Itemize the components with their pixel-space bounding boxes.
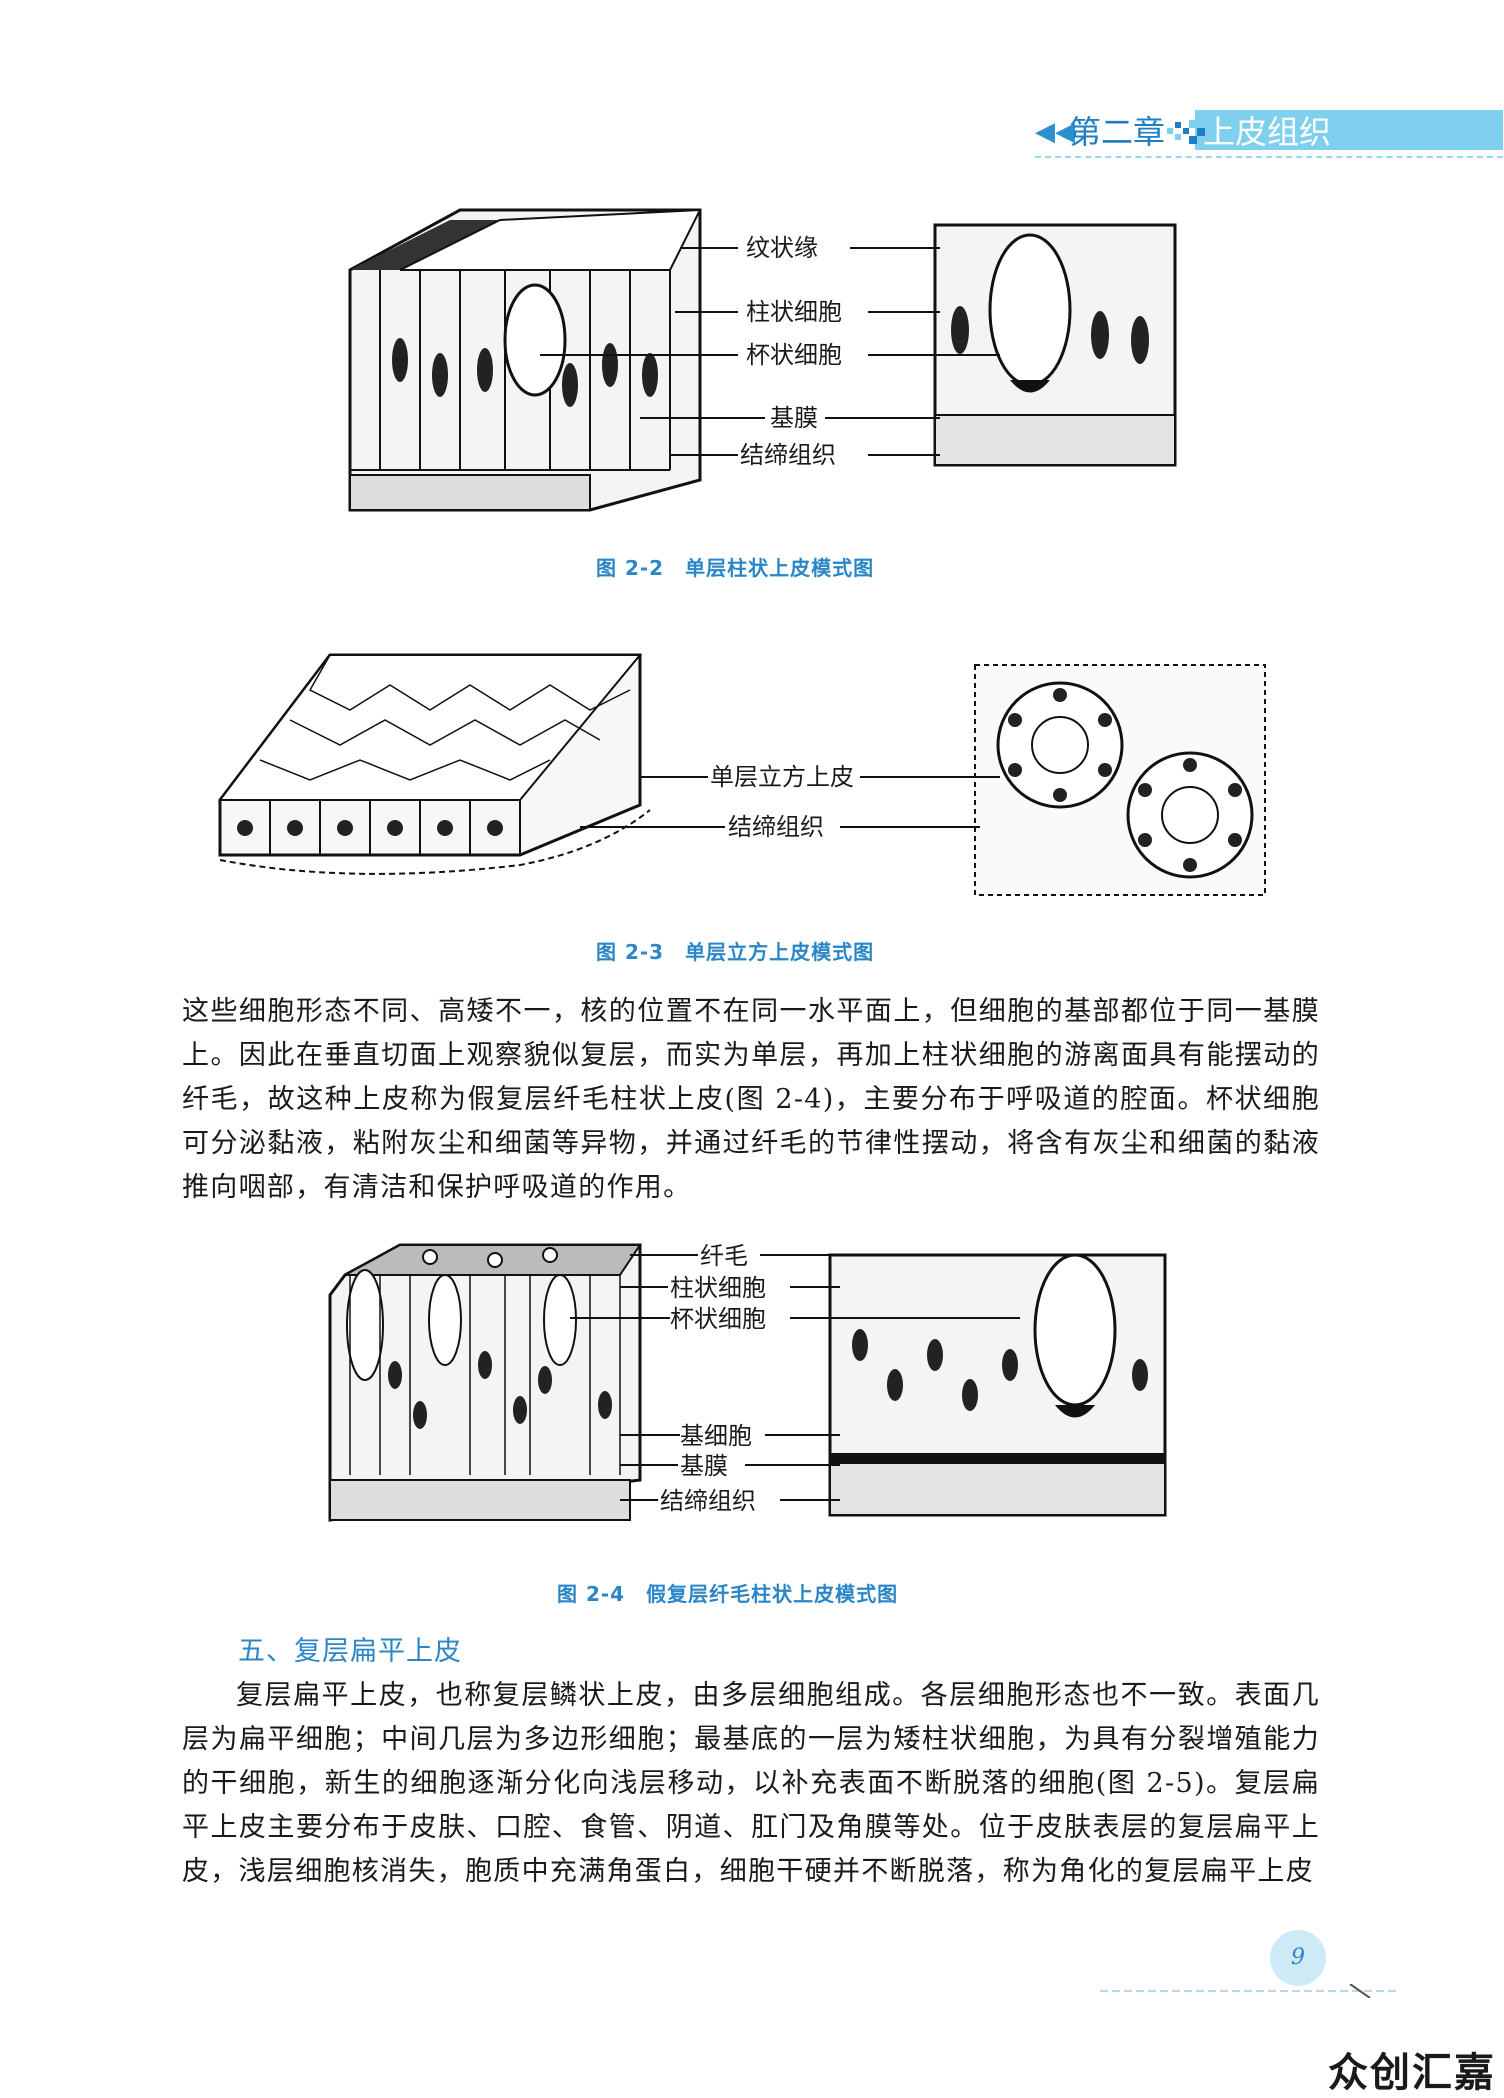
page-footer-decoration: [1100, 1984, 1400, 1998]
body-paragraph-2: 复层扁平上皮，也称复层鳞状上皮，由多层细胞组成。各层细胞形态也不一致。表面几层为…: [182, 1674, 1320, 1894]
figure-2-4-label-basal-cell: 基细胞: [680, 1422, 752, 1450]
body-paragraph-1: 这些细胞形态不同、高矮不一，核的位置不在同一水平面上，但细胞的基部都位于同一基膜…: [182, 990, 1320, 1210]
figure-2-2-caption: 图 2-2 单层柱状上皮模式图: [596, 556, 875, 580]
figure-2-2-label-goblet-cell: 杯状细胞: [746, 341, 842, 369]
figure-2-4-label-cilia: 纤毛: [700, 1242, 748, 1270]
chapter-title: 第二章: [1069, 113, 1166, 151]
section-title: 上皮组织: [1203, 113, 1332, 151]
body-paragraph-1-text: 这些细胞形态不同、高矮不一，核的位置不在同一水平面上，但细胞的基部都位于同一基膜…: [182, 996, 1320, 1203]
figure-2-3-caption: 图 2-3 单层立方上皮模式图: [596, 940, 875, 964]
checker-pattern-icon: [1167, 120, 1205, 144]
figure-2-2-illustration: [348, 208, 1177, 512]
figure-2-2-label-brush-border: 纹状缘: [746, 234, 818, 262]
figure-2-4-label-goblet-cell: 杯状细胞: [670, 1305, 766, 1333]
header-divider: [1035, 156, 1503, 158]
figure-2-2-label-columnar-cell: 柱状细胞: [746, 298, 842, 326]
header-bar: [1195, 110, 1503, 150]
watermark: 众创汇嘉: [1328, 2050, 1496, 2096]
figure-2-3-illustration: [217, 653, 1266, 896]
figure-2-4-caption: 图 2-4 假复层纤毛柱状上皮模式图: [557, 1582, 899, 1606]
double-arrow-left-icon: ◀◀: [1035, 117, 1075, 147]
figure-2-4-illustration: [328, 1243, 1167, 1522]
section-heading: 五、复层扁平上皮: [238, 1636, 462, 1667]
figure-2-2-label-basement-membrane: 基膜: [770, 404, 818, 432]
body-paragraph-2-text: 复层扁平上皮，也称复层鳞状上皮，由多层细胞组成。各层细胞形态也不一致。表面几层为…: [182, 1680, 1320, 1887]
figure-2-3-label-connective-tissue: 结缔组织: [728, 813, 824, 841]
figure-2-4-label-connective-tissue: 结缔组织: [660, 1487, 756, 1515]
figure-2-4-label-columnar-cell: 柱状细胞: [670, 1274, 766, 1302]
figure-2-2-label-connective-tissue: 结缔组织: [740, 441, 836, 469]
chapter-header: ◀◀ 第二章 上皮组织: [1035, 110, 1503, 158]
figure-2-3-label-simple-cuboidal: 单层立方上皮: [710, 763, 854, 791]
page-number: 9: [1270, 1930, 1326, 1986]
figure-2-4-label-basement-membrane: 基膜: [680, 1452, 728, 1480]
